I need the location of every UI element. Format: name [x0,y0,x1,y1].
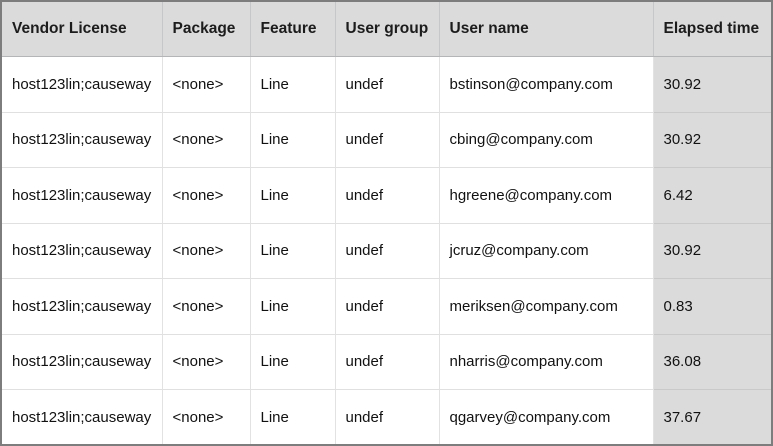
cell-elapsed-time: 30.92 [653,112,771,168]
cell-feature: Line [250,278,336,335]
cell-feature: Line [250,56,336,113]
table-row: host123lin;causeway <none> Line undef nh… [2,334,771,390]
cell-feature: Line [250,167,336,224]
cell-vendor-license: host123lin;causeway [2,167,163,224]
cell-feature: Line [250,112,336,168]
cell-elapsed-time: 0.83 [653,278,771,335]
cell-user-group: undef [335,278,440,335]
cell-user-name: nharris@company.com [439,334,654,390]
table-row: host123lin;causeway <none> Line undef bs… [2,56,771,113]
table-row: host123lin;causeway <none> Line undef qg… [2,389,771,444]
cell-package: <none> [162,334,251,390]
table-row: host123lin;causeway <none> Line undef hg… [2,167,771,224]
cell-vendor-license: host123lin;causeway [2,56,163,113]
cell-user-name: qgarvey@company.com [439,389,654,444]
cell-package: <none> [162,112,251,168]
cell-package: <none> [162,223,251,279]
column-header-vendor-license: Vendor License [2,2,163,57]
cell-feature: Line [250,223,336,279]
cell-elapsed-time: 30.92 [653,56,771,113]
cell-user-group: undef [335,167,440,224]
table-row: host123lin;causeway <none> Line undef jc… [2,223,771,279]
column-header-feature: Feature [250,2,336,57]
cell-vendor-license: host123lin;causeway [2,112,163,168]
cell-user-name: cbing@company.com [439,112,654,168]
cell-user-name: jcruz@company.com [439,223,654,279]
cell-user-name: bstinson@company.com [439,56,654,113]
column-header-elapsed-time: Elapsed time [653,2,771,57]
cell-elapsed-time: 30.92 [653,223,771,279]
cell-vendor-license: host123lin;causeway [2,389,163,444]
cell-feature: Line [250,334,336,390]
cell-user-group: undef [335,56,440,113]
cell-user-group: undef [335,389,440,444]
cell-elapsed-time: 36.08 [653,334,771,390]
column-header-user-group: User group [335,2,440,57]
cell-user-group: undef [335,223,440,279]
cell-user-group: undef [335,334,440,390]
cell-user-name: meriksen@company.com [439,278,654,335]
cell-user-group: undef [335,112,440,168]
cell-feature: Line [250,389,336,444]
table-row: host123lin;causeway <none> Line undef me… [2,278,771,335]
column-header-user-name: User name [439,2,654,57]
cell-package: <none> [162,167,251,224]
cell-package: <none> [162,56,251,113]
cell-vendor-license: host123lin;causeway [2,223,163,279]
cell-package: <none> [162,278,251,335]
table-row: host123lin;causeway <none> Line undef cb… [2,112,771,168]
cell-vendor-license: host123lin;causeway [2,334,163,390]
cell-elapsed-time: 37.67 [653,389,771,444]
column-header-package: Package [162,2,251,57]
cell-elapsed-time: 6.42 [653,167,771,224]
cell-vendor-license: host123lin;causeway [2,278,163,335]
cell-user-name: hgreene@company.com [439,167,654,224]
table-header-row: Vendor License Package Feature User grou… [2,2,771,57]
cell-package: <none> [162,389,251,444]
